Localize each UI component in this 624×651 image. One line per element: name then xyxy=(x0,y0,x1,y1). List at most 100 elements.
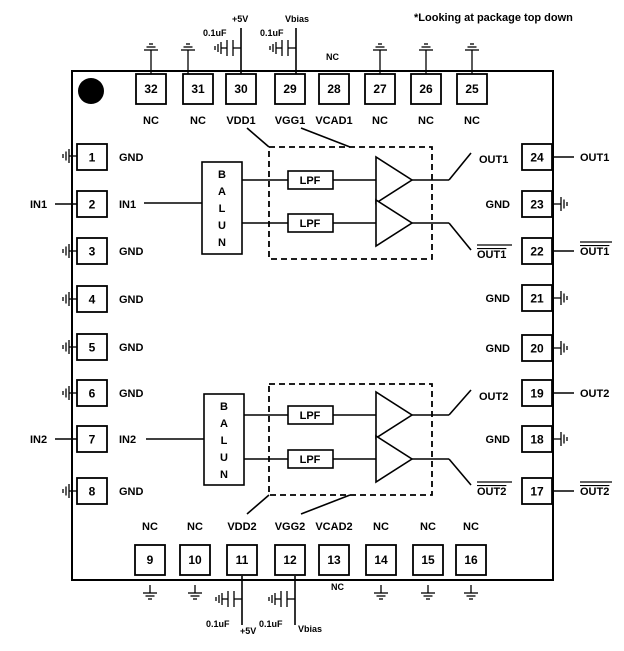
out1-internal-label: OUT1 xyxy=(479,154,508,166)
svg-text:U: U xyxy=(218,220,226,232)
pin-28-number: 28 xyxy=(327,82,341,96)
pin-22-pad xyxy=(521,237,553,265)
pin-20-number: 20 xyxy=(530,342,544,356)
pin-8-pad xyxy=(76,477,108,505)
pin-6-label: GND xyxy=(119,388,144,400)
pin-16-number: 16 xyxy=(464,553,478,567)
pin-14-pad xyxy=(365,544,397,576)
pin-19-number: 19 xyxy=(530,387,544,401)
pin-26-label: NC xyxy=(418,115,434,127)
out1b-internal-label: OUT1 xyxy=(477,249,506,261)
pin-6: 6 GND xyxy=(76,379,144,407)
pin-7-label: IN2 xyxy=(119,434,136,446)
amplifier-1-boundary xyxy=(268,146,433,260)
pin-24-pad xyxy=(521,143,553,171)
lpf-1a-label: LPF xyxy=(300,175,321,187)
pin-12-number: 12 xyxy=(283,553,297,567)
svg-text:L: L xyxy=(221,435,228,447)
pin-4-number: 4 xyxy=(89,293,96,307)
pin-20-label: GND xyxy=(486,343,511,355)
package-outline xyxy=(71,70,554,581)
pin-10-number: 10 xyxy=(188,553,202,567)
pin-9-label: NC xyxy=(142,521,158,533)
pin-15-number: 15 xyxy=(421,553,435,567)
pin-17-pad xyxy=(521,477,553,505)
out2b-external-label: OUT2 xyxy=(580,486,609,498)
vdd2-cap-label: 0.1uF xyxy=(206,619,230,629)
balun-2-letters: B A L U N xyxy=(220,401,228,481)
pin-28-label: VCAD1 xyxy=(315,115,352,127)
pin-1-label: GND xyxy=(119,152,144,164)
pin-17-number: 17 xyxy=(530,485,544,499)
pin-3-label: GND xyxy=(119,246,144,258)
pin-22: 22 xyxy=(521,237,553,265)
pin-13-pad xyxy=(318,544,350,576)
pin-7-pad xyxy=(76,425,108,453)
pin-30-label: VDD1 xyxy=(226,115,255,127)
pin-7: 7 IN2 xyxy=(76,425,136,453)
svg-text:L: L xyxy=(219,203,226,215)
out2-external-label: OUT2 xyxy=(580,388,609,400)
pin-24-number: 24 xyxy=(530,151,544,165)
pin-20-pad xyxy=(521,334,553,362)
pin-6-number: 6 xyxy=(89,387,96,401)
pin-2-number: 2 xyxy=(89,198,96,212)
pin-12-pad xyxy=(274,544,306,576)
pin-7-number: 7 xyxy=(89,433,96,447)
pin-21-label: GND xyxy=(486,293,511,305)
out2b-internal-label: OUT2 xyxy=(477,486,506,498)
out1b-external-label: OUT1 xyxy=(580,246,609,258)
pin-15: 15 NC xyxy=(412,521,444,576)
lpf-1b-label: LPF xyxy=(300,218,321,230)
pin-29-number: 29 xyxy=(283,82,297,96)
pin-14: 14 NC xyxy=(365,521,397,576)
pin-16-pad xyxy=(455,544,487,576)
pin-11-pad xyxy=(226,544,258,576)
pin-28-pad xyxy=(318,73,350,105)
pin13-nc-external: NC xyxy=(331,582,344,592)
pin-31-pad xyxy=(182,73,214,105)
pin-20: 20 GND xyxy=(486,334,553,362)
in2-external-label: IN2 xyxy=(30,434,47,446)
pin-15-label: NC xyxy=(420,521,436,533)
pin-14-label: NC xyxy=(373,521,389,533)
pin-9-number: 9 xyxy=(147,553,154,567)
pin-18-number: 18 xyxy=(530,433,544,447)
out2-internal-label: OUT2 xyxy=(479,391,508,403)
in1-external-label: IN1 xyxy=(30,199,47,211)
pin-22-number: 22 xyxy=(530,245,544,259)
vgg2-bias-label: Vbias xyxy=(298,624,322,634)
pin-27-label: NC xyxy=(372,115,388,127)
package-note: *Looking at package top down xyxy=(414,12,573,24)
pin-3-pad xyxy=(76,237,108,265)
pin-5-number: 5 xyxy=(89,341,96,355)
pin-19-pad xyxy=(521,379,553,407)
pin-1-number: 1 xyxy=(89,151,96,165)
pin-19: 19 xyxy=(521,379,553,407)
vdd1-supply-label: +5V xyxy=(232,14,248,24)
pin-29-label: VGG1 xyxy=(275,115,306,127)
pin-21-pad xyxy=(521,284,553,312)
pin-10-label: NC xyxy=(187,521,203,533)
pin-5-label: GND xyxy=(119,342,144,354)
pin-13-number: 13 xyxy=(327,553,341,567)
pin-16: 16 NC xyxy=(455,521,487,576)
pin-32-label: NC xyxy=(143,115,159,127)
amp-2b-triangle xyxy=(375,434,414,484)
vgg1-cap-label: 0.1uF xyxy=(260,28,284,38)
pin-1: 1 GND xyxy=(76,143,144,171)
pin-26-pad xyxy=(410,73,442,105)
pin-14-number: 14 xyxy=(374,553,388,567)
svg-text:B: B xyxy=(218,169,226,181)
pin-16-label: NC xyxy=(463,521,479,533)
